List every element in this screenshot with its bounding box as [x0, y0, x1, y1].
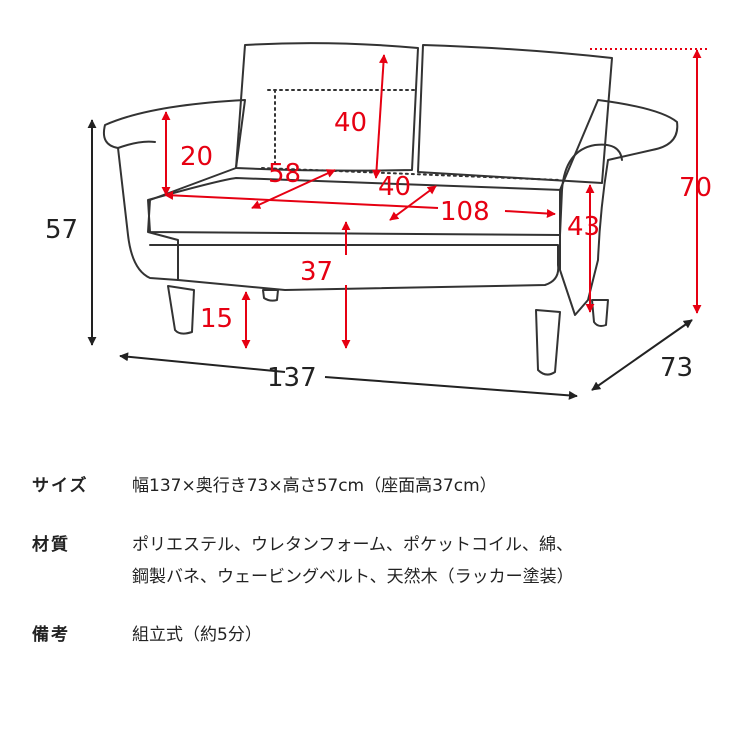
- dim-seat-width: 108: [440, 197, 490, 227]
- dim-line-seat-width-b: [504, 209, 556, 219]
- sofa-dimension-diagram: 40 20 58 40 108 43 70 57 37 15 137 73: [45, 42, 712, 400]
- spec-value-note: 組立式（約5分）: [132, 625, 262, 645]
- back-cushion-left: [235, 42, 419, 172]
- leg-back-left: [262, 289, 279, 302]
- seat-cushion: [147, 177, 563, 236]
- red-dimension-lines: [161, 48, 710, 349]
- dim-line-width-b: [324, 376, 578, 400]
- spec-value-material-line2: 鋼製バネ、ウェービングベルト、天然木（ラッカー塗装）: [132, 567, 574, 587]
- black-dimension-lines: [87, 119, 693, 400]
- dim-line-depth: [591, 319, 693, 391]
- leg-front-right: [535, 309, 561, 376]
- dim-overall-height: 57: [45, 215, 78, 245]
- dim-depth: 73: [660, 353, 693, 383]
- leg-back-right: [591, 299, 609, 327]
- dim-line-seat-depth: [389, 185, 437, 221]
- spec-label-size: サイズ: [32, 476, 89, 496]
- sofa-illustration: [102, 42, 679, 376]
- spec-label-material: 材質: [32, 535, 70, 555]
- arm-right: [559, 99, 679, 316]
- dim-leg-height: 15: [200, 304, 233, 334]
- dim-line-seat-width-diag: [251, 169, 336, 209]
- spec-value-size: 幅137×奥行き73×高さ57cm（座面高37cm）: [132, 476, 497, 496]
- arm-left: [102, 99, 246, 281]
- dim-line-width-a: [119, 352, 286, 373]
- spec-label-note: 備考: [32, 625, 70, 645]
- back-cushion-right: [417, 44, 613, 184]
- dim-line-back-height: [372, 54, 388, 179]
- dim-seat-height: 37: [300, 257, 333, 287]
- leg-front-left: [167, 285, 195, 335]
- dim-total-height: 70: [679, 173, 712, 203]
- spec-value-material-line1: ポリエステル、ウレタンフォーム、ポケットコイル、綿、: [132, 535, 573, 555]
- dim-line-seat-width-a: [164, 190, 439, 209]
- dim-seat-depth: 40: [378, 172, 411, 202]
- dim-back-height: 40: [334, 108, 367, 138]
- sofa-base: [149, 244, 560, 291]
- dim-arm-to-floor: 43: [567, 212, 600, 242]
- dim-width: 137: [267, 363, 317, 393]
- dim-seat-width-diag: 58: [268, 159, 301, 189]
- dim-arm-height: 20: [180, 142, 213, 172]
